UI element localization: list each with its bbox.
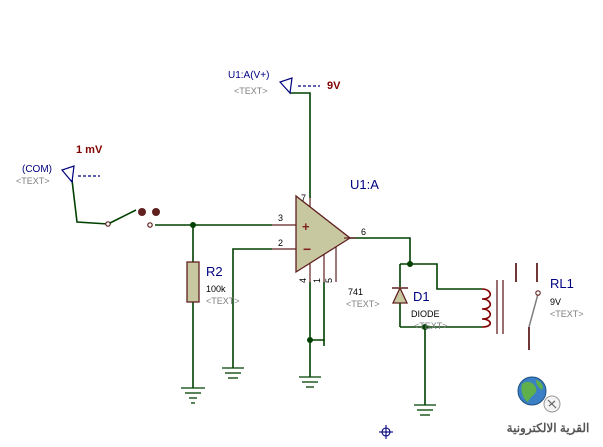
wire-com xyxy=(71,179,109,225)
ground-inverting xyxy=(222,367,244,379)
opamp-u1a[interactable]: + − 3 2 6 7 4 1 5 U1:A 741 <TEXT> xyxy=(272,177,380,309)
plus-icon: + xyxy=(302,219,310,234)
com-terminal[interactable]: (COM) <TEXT> 1 mV xyxy=(16,144,103,186)
minus-icon: − xyxy=(303,241,311,257)
wire-inverting xyxy=(232,248,272,368)
switch-button-icon[interactable] xyxy=(138,208,146,216)
logo-watermark: القرية الالكترونية xyxy=(507,376,590,436)
diode-ref: D1 xyxy=(413,289,430,304)
relay-placeholder: <TEXT> xyxy=(550,309,584,319)
switch-contact xyxy=(105,221,111,227)
pin-number-4: 4 xyxy=(298,278,308,283)
wire-vplus xyxy=(290,92,311,198)
relay-rl1[interactable]: RL1 9V <TEXT> xyxy=(481,263,584,350)
relay-ref: RL1 xyxy=(550,276,574,291)
junction-dot xyxy=(407,261,413,267)
opamp-model: 741 xyxy=(348,287,363,297)
origin-crosshair-icon xyxy=(379,425,393,439)
ground-r2 xyxy=(181,387,205,404)
diode-d1[interactable]: D1 DIODE <TEXT> xyxy=(391,286,448,331)
relay-coil-icon[interactable] xyxy=(481,288,492,328)
resistor-ref: R2 xyxy=(206,264,223,279)
pin-number-2: 2 xyxy=(278,238,283,248)
relay-contact-point xyxy=(535,290,541,296)
junction-dot xyxy=(190,222,196,228)
resistor-value: 100k xyxy=(206,284,226,294)
junctions xyxy=(190,222,428,343)
resistor-r2[interactable]: R2 100k <TEXT> xyxy=(186,261,240,306)
switch-blade xyxy=(109,209,137,224)
pin-number-1: 1 xyxy=(312,278,322,283)
logo-text: القرية الالكترونية xyxy=(507,421,590,436)
opamp-ref: U1:A xyxy=(350,177,379,192)
terminal-flag-icon xyxy=(278,77,293,95)
supply-terminal[interactable]: U1:A(V+) <TEXT> 9V xyxy=(228,70,341,96)
junction-dot xyxy=(307,337,313,343)
push-switch[interactable] xyxy=(105,208,160,228)
terminal-flag-icon xyxy=(60,165,75,184)
relay-value: 9V xyxy=(550,297,561,307)
relay-armature xyxy=(528,293,539,328)
wire-output xyxy=(344,237,411,264)
opamp-placeholder: <TEXT> xyxy=(346,299,380,309)
com-value: 1 mV xyxy=(76,144,103,156)
resistor-body[interactable] xyxy=(186,261,200,303)
supply-value: 9V xyxy=(327,80,341,92)
diode-value: DIODE xyxy=(411,309,440,319)
opamp-body[interactable] xyxy=(295,194,352,274)
resistor-placeholder: <TEXT> xyxy=(206,296,240,306)
junction-dot xyxy=(422,324,428,330)
pin-number-3: 3 xyxy=(278,213,283,223)
com-placeholder: <TEXT> xyxy=(16,176,50,186)
ground-opamp xyxy=(299,376,321,388)
switch-contact xyxy=(147,222,153,228)
wires xyxy=(71,92,482,405)
supply-placeholder: <TEXT> xyxy=(234,86,268,96)
diode-placeholder: <TEXT> xyxy=(414,321,448,331)
pin-number-5: 5 xyxy=(324,278,334,283)
switch-button-icon[interactable] xyxy=(152,208,160,216)
pin-number-6: 6 xyxy=(361,227,366,237)
com-ref: (COM) xyxy=(22,164,52,175)
wire-pin4-pin1 xyxy=(309,282,325,341)
diode-body[interactable] xyxy=(391,286,409,304)
ground-relay xyxy=(414,404,436,416)
globe-logo-icon xyxy=(517,376,561,413)
wire-top-rail xyxy=(400,263,482,290)
supply-ref: U1:A(V+) xyxy=(228,70,269,81)
pin-number-7: 7 xyxy=(301,193,306,203)
